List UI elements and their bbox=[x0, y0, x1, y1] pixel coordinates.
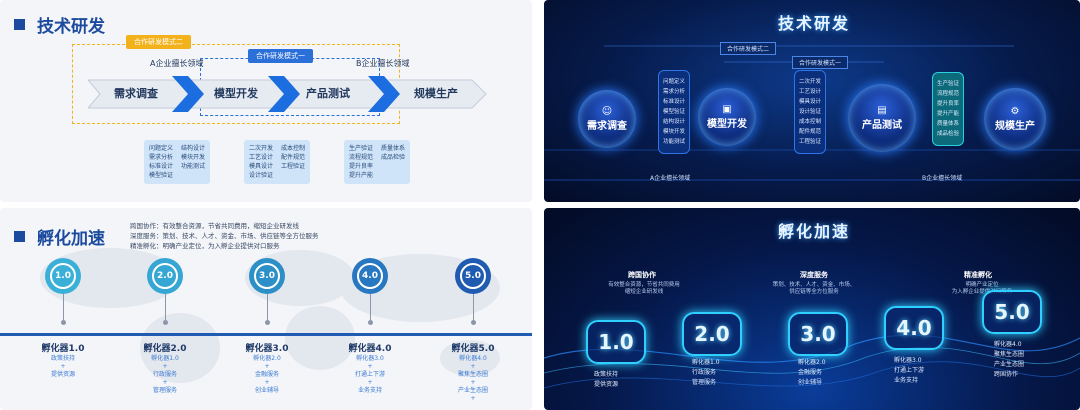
inc-name-3: 孵化器3.0 bbox=[245, 344, 289, 354]
pin-4: 4.0 bbox=[352, 258, 388, 294]
orb-3: ▤产品测试 bbox=[848, 84, 916, 152]
b-label: B企业擅长领域 bbox=[356, 59, 410, 68]
service-title-1: 跨国协作 bbox=[628, 271, 656, 279]
stem-dot bbox=[471, 320, 476, 325]
note-2: 深度服务：策划、技术、人才、资金、市场、供应链等全方位服务 bbox=[130, 232, 319, 240]
level-4: 4.0 bbox=[884, 306, 944, 350]
dark-incubate-title: 孵化加速 bbox=[778, 222, 851, 241]
dark-mode2-tag: 合作研发模式二 bbox=[720, 42, 777, 55]
inc-items-4: 孵化器3.0+打通上下游+业务支持 bbox=[354, 355, 385, 394]
stem-dot bbox=[163, 320, 168, 325]
panel-title: 技术研发 bbox=[14, 12, 105, 37]
note-1: 跨国协作：有效整合资源，节省共同费用，缩短企业研发线 bbox=[130, 222, 299, 230]
inc-items-3: 孵化器2.0+金融服务+创业辅导 bbox=[253, 355, 281, 394]
dark-mode1-tag: 合作研发模式一 bbox=[792, 56, 849, 69]
stem bbox=[165, 294, 166, 320]
orb-1: ☺需求调查 bbox=[578, 90, 636, 148]
stem bbox=[267, 294, 268, 320]
level-2: 2.0 bbox=[682, 312, 742, 356]
inc-items-1: 政策扶持+提供资源 bbox=[50, 355, 75, 378]
bubble-1: 问题定义需求分析标准设计模型验证 结构设计模块开发功能测试 bbox=[144, 140, 211, 184]
bubble-3: 生产验证流程规范提升良率提升产能 质量体系成品检验 bbox=[344, 140, 411, 184]
tech-panel-dark: 技术研发 合作研发模式二 合作研发模式一 ☺需求调查 ▣模型开发 ▤产品测试 ⚙… bbox=[544, 0, 1080, 202]
service-desc-3: 明确产业定位为入孵企业提供对口服务 bbox=[951, 282, 1013, 295]
a-label: A企业擅长领域 bbox=[150, 59, 204, 68]
pill-1: 问题定义需求分析标准设计模型验证结构设计模块开发功能测试 bbox=[658, 70, 691, 154]
monitor-icon: ▣ bbox=[722, 104, 732, 115]
inc-items-5: 孵化器4.0+聚焦生态圈+产业生态圈+ bbox=[457, 355, 488, 402]
pin-2: 2.0 bbox=[147, 258, 183, 294]
pill-2: 二次开发工艺设计模具设计设计验证成本控制配件规范工程验证 bbox=[794, 70, 827, 154]
pill-3: 生产验证流程规范提升良率提升产能质量体系成品检验 bbox=[932, 72, 965, 146]
service-title-2: 深度服务 bbox=[800, 271, 828, 279]
stem-dot bbox=[61, 320, 66, 325]
pin-5: 5.0 bbox=[455, 258, 491, 294]
incubate-title: 孵化加速 bbox=[14, 224, 105, 249]
incubate-panel-dark: 孵化加速 跨国协作 有效整合资源，节省共同费用缩短企业研发线 深度服务 策划、技… bbox=[544, 208, 1080, 410]
title-square-icon bbox=[14, 19, 25, 30]
people-icon: ☺ bbox=[601, 106, 613, 117]
pin-1: 1.0 bbox=[45, 258, 81, 294]
level-list-1: 政策扶持提供资源 bbox=[594, 371, 619, 388]
service-title-3: 精准孵化 bbox=[964, 271, 992, 279]
level-1: 1.0 bbox=[586, 320, 646, 364]
mode2-badge: 合作研发模式二 bbox=[126, 35, 191, 49]
stem-dot bbox=[265, 320, 270, 325]
inc-name-2: 孵化器2.0 bbox=[143, 344, 187, 354]
pin-3: 3.0 bbox=[249, 258, 285, 294]
level-3: 3.0 bbox=[788, 312, 848, 356]
service-desc-1: 有效整合资源，节省共同费用缩短企业研发线 bbox=[608, 282, 680, 295]
stem bbox=[473, 294, 474, 320]
note-3: 精准孵化：明确产业定位，为入孵企业提供对口服务 bbox=[130, 242, 280, 250]
inc-items-2: 孵化器1.0+行政服务+管理服务 bbox=[151, 355, 179, 394]
inc-name-5: 孵化器5.0 bbox=[451, 344, 495, 354]
bubble-2: 二次开发工艺设计模具设计设计验证 成本控制配件规范工程验证 bbox=[244, 140, 311, 184]
title-square-icon bbox=[14, 231, 25, 242]
service-desc-2: 策划、技术、人才、资金、市场、供应链等全方位服务 bbox=[772, 282, 856, 295]
level-5: 5.0 bbox=[982, 290, 1042, 334]
orb-4: ⚙规模生产 bbox=[984, 88, 1046, 150]
process-arrow bbox=[88, 76, 487, 112]
factory-icon: ⚙ bbox=[1010, 106, 1020, 117]
stage-1: 需求调查 bbox=[114, 87, 158, 100]
mode1-badge: 合作研发模式一 bbox=[248, 49, 313, 63]
orb-2: ▣模型开发 bbox=[698, 88, 756, 146]
stage-2: 模型开发 bbox=[214, 87, 258, 100]
stage-4: 规模生产 bbox=[414, 87, 458, 100]
inc-name-4: 孵化器4.0 bbox=[348, 344, 392, 354]
tech-panel-light: 技术研发 合作研发模式二 合作研发模式一 A企业擅长领域 B企业擅长领域 需求调… bbox=[0, 0, 532, 202]
dark-b-label: B企业擅长领域 bbox=[922, 175, 963, 182]
chart-icon: ▤ bbox=[877, 105, 887, 116]
dark-tech-title: 技术研发 bbox=[778, 14, 851, 33]
inc-name-1: 孵化器1.0 bbox=[41, 344, 85, 354]
stem bbox=[370, 294, 371, 320]
stem bbox=[63, 294, 64, 320]
dark-a-label: A企业擅长领域 bbox=[650, 175, 691, 182]
stem-dot bbox=[368, 320, 373, 325]
stage-3: 产品测试 bbox=[306, 87, 350, 100]
